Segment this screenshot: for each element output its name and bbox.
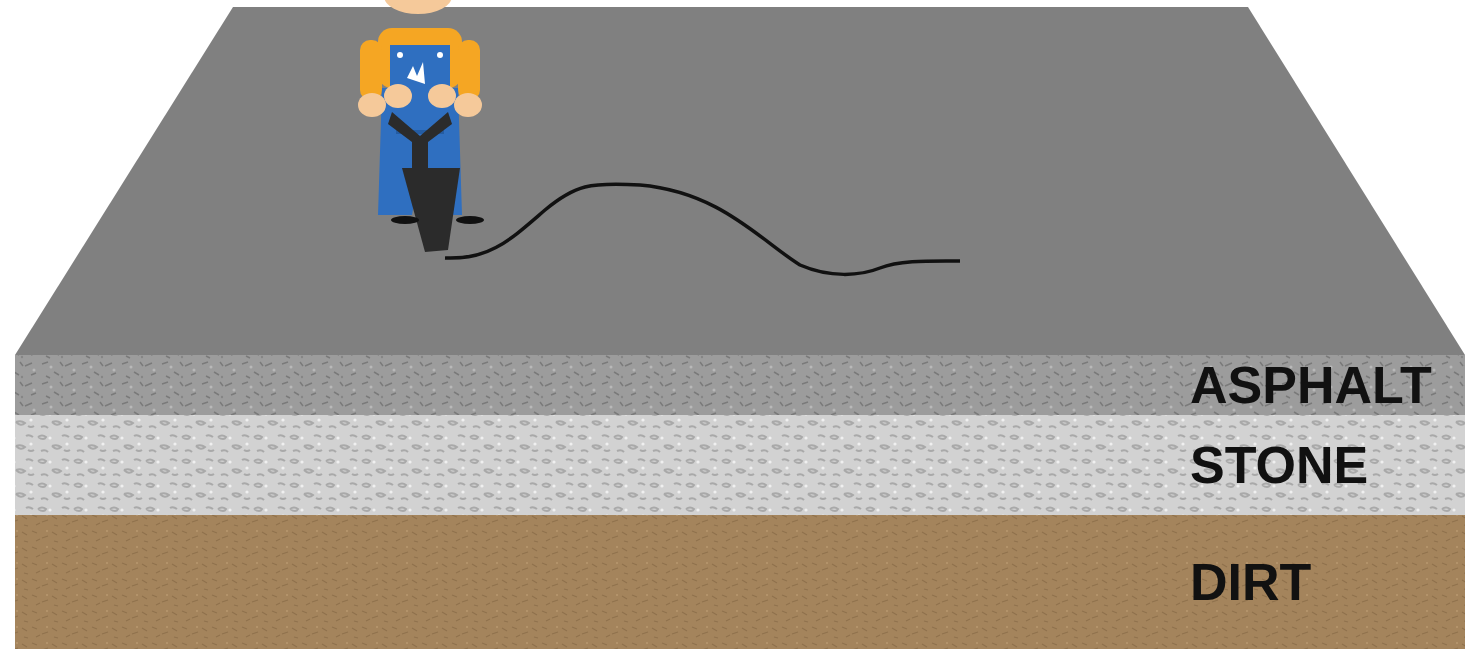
dirt-layer [15,515,1465,649]
layer-label: STONE [1190,439,1368,491]
dirt-band: DIRT [15,515,1465,649]
asphalt-layer [15,355,1465,415]
road-surface [15,7,1465,355]
stone-band: STONE [15,415,1465,515]
stone-layer [15,415,1465,515]
crack-line [445,184,960,274]
layer-label: ASPHALT [1190,359,1432,411]
asphalt-band: ASPHALT [15,355,1465,415]
worker-figure [358,0,484,252]
layer-label: DIRT [1190,556,1311,608]
